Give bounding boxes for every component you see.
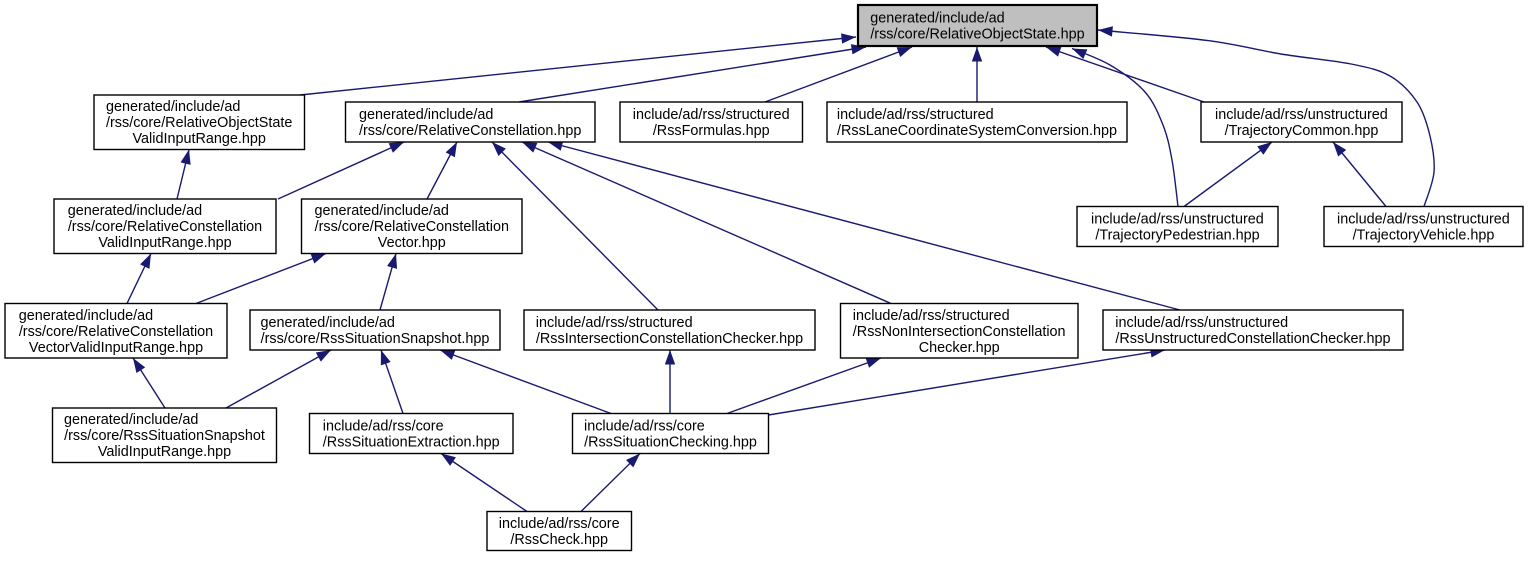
- svg-text:generated/include/ad: generated/include/ad: [64, 412, 198, 428]
- svg-text:/RssLaneCoordinateSystemConver: /RssLaneCoordinateSystemConversion.hpp: [837, 123, 1117, 139]
- svg-text:Checker.hpp: Checker.hpp: [919, 340, 1000, 356]
- svg-text:/RssUnstructuredConstellationC: /RssUnstructuredConstellationChecker.hpp: [1115, 331, 1390, 347]
- svg-text:generated/include/ad: generated/include/ad: [68, 203, 202, 219]
- svg-text:/rss/core/RelativeObjectState: /rss/core/RelativeObjectState: [106, 115, 292, 131]
- svg-text:/rss/core/RelativeObjectState.: /rss/core/RelativeObjectState.hpp: [870, 27, 1084, 43]
- svg-text:/rss/core/RelativeConstellatio: /rss/core/RelativeConstellation: [315, 219, 509, 235]
- svg-text:/RssSituationChecking.hpp: /RssSituationChecking.hpp: [584, 435, 757, 451]
- svg-text:include/ad/rss/core: include/ad/rss/core: [499, 516, 620, 532]
- svg-text:include/ad/rss/unstructured: include/ad/rss/unstructured: [1337, 212, 1510, 228]
- svg-text:include/ad/rss/structured: include/ad/rss/structured: [633, 107, 790, 123]
- svg-text:/RssIntersectionConstellationC: /RssIntersectionConstellationChecker.hpp: [536, 331, 803, 347]
- svg-text:generated/include/ad: generated/include/ad: [261, 315, 395, 331]
- svg-text:include/ad/rss/unstructured: include/ad/rss/unstructured: [1091, 212, 1264, 228]
- svg-text:generated/include/ad: generated/include/ad: [359, 107, 493, 123]
- svg-text:include/ad/rss/unstructured: include/ad/rss/unstructured: [1215, 107, 1388, 123]
- svg-text:generated/include/ad: generated/include/ad: [19, 308, 153, 324]
- svg-text:/rss/core/RssSituationSnapshot: /rss/core/RssSituationSnapshot.hpp: [261, 331, 490, 347]
- svg-text:include/ad/rss/core: include/ad/rss/core: [323, 419, 444, 435]
- svg-text:generated/include/ad: generated/include/ad: [106, 99, 240, 115]
- svg-text:include/ad/rss/unstructured: include/ad/rss/unstructured: [1115, 315, 1288, 331]
- svg-text:/rss/core/RelativeConstellatio: /rss/core/RelativeConstellation: [19, 324, 213, 340]
- svg-text:Vector.hpp: Vector.hpp: [378, 235, 446, 251]
- svg-text:ValidInputRange.hpp: ValidInputRange.hpp: [98, 444, 231, 460]
- svg-text:/rss/core/RssSituationSnapshot: /rss/core/RssSituationSnapshot: [64, 428, 265, 444]
- svg-text:ValidInputRange.hpp: ValidInputRange.hpp: [98, 235, 231, 251]
- svg-text:VectorValidInputRange.hpp: VectorValidInputRange.hpp: [29, 340, 203, 356]
- svg-text:include/ad/rss/structured: include/ad/rss/structured: [853, 308, 1010, 324]
- svg-text:/TrajectoryCommon.hpp: /TrajectoryCommon.hpp: [1225, 123, 1379, 139]
- svg-text:/RssCheck.hpp: /RssCheck.hpp: [510, 532, 608, 548]
- svg-text:include/ad/rss/core: include/ad/rss/core: [584, 419, 705, 435]
- svg-text:/RssFormulas.hpp: /RssFormulas.hpp: [653, 123, 770, 139]
- svg-text:ValidInputRange.hpp: ValidInputRange.hpp: [133, 131, 266, 147]
- svg-text:include/ad/rss/structured: include/ad/rss/structured: [536, 315, 693, 331]
- svg-text:/TrajectoryVehicle.hpp: /TrajectoryVehicle.hpp: [1353, 228, 1495, 244]
- svg-text:generated/include/ad: generated/include/ad: [315, 203, 449, 219]
- svg-text:/RssSituationExtraction.hpp: /RssSituationExtraction.hpp: [323, 435, 500, 451]
- svg-text:/TrajectoryPedestrian.hpp: /TrajectoryPedestrian.hpp: [1095, 228, 1259, 244]
- svg-text:/RssNonIntersectionConstellati: /RssNonIntersectionConstellation: [853, 324, 1066, 340]
- svg-text:/rss/core/RelativeConstellatio: /rss/core/RelativeConstellation: [68, 219, 262, 235]
- svg-text:generated/include/ad: generated/include/ad: [870, 11, 1004, 27]
- svg-text:include/ad/rss/structured: include/ad/rss/structured: [837, 107, 994, 123]
- svg-text:/rss/core/RelativeConstellatio: /rss/core/RelativeConstellation.hpp: [359, 123, 581, 139]
